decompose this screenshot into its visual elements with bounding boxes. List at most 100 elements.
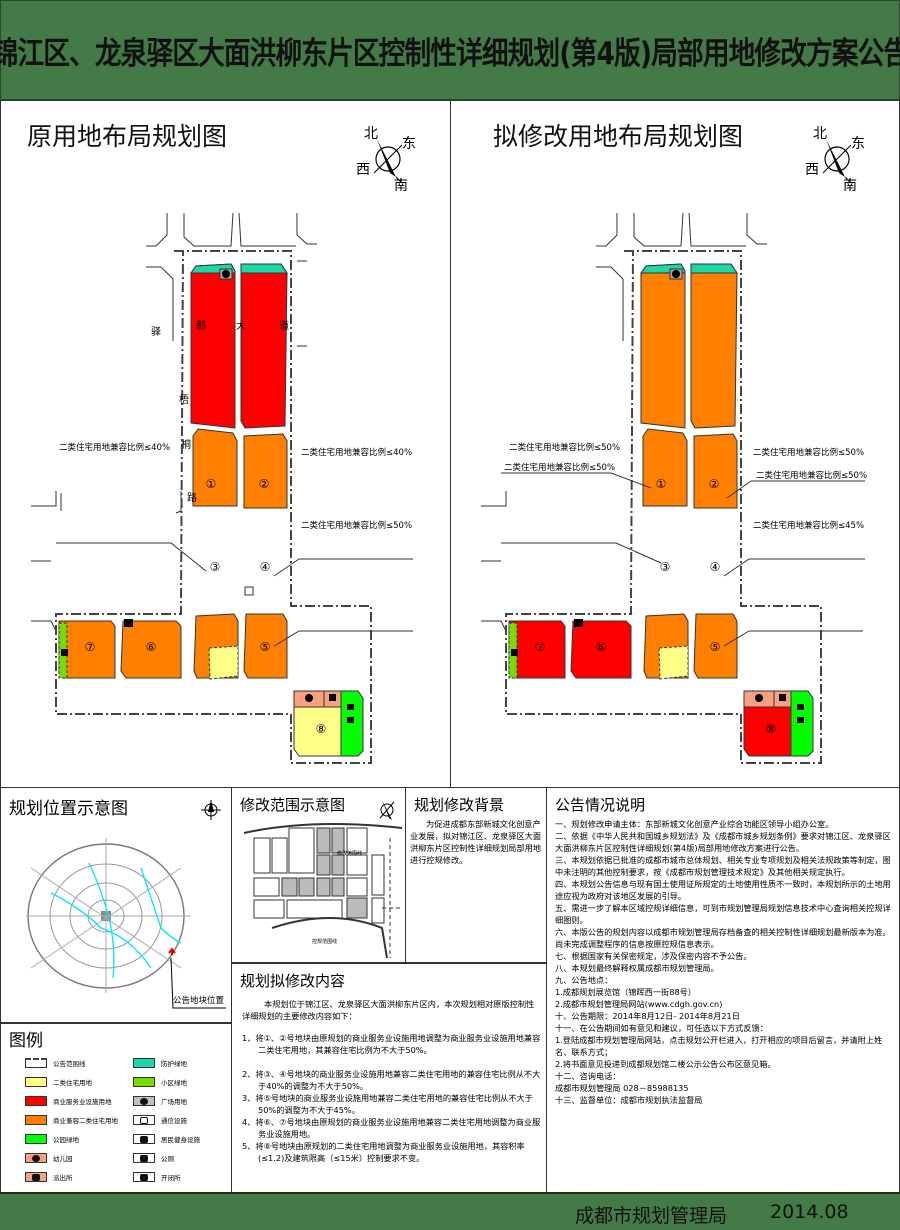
callout-parcel-5: 二类住宅用地兼容比例≤50% <box>301 521 413 531</box>
telecom-icon <box>133 1115 155 1125</box>
compass-west: 西 <box>356 162 370 178</box>
original-land-use-map: 原用地布局规划图 北 东 西 南 <box>0 100 451 788</box>
svg-text:④: ④ <box>710 560 721 574</box>
fitness-icon <box>61 649 68 656</box>
legend-item: 广场用地 <box>133 1096 187 1106</box>
legend-item: 派出所 <box>25 1172 73 1182</box>
modification-item: 1、将①、②号地块由原规划的商业服务业设施用地调整为商业服务业设施用地兼容二类住… <box>242 1033 541 1055</box>
notice-line: 六、本版公告的规划内容以成都市规划管理局存档备查的相关控制性详细规划最新版本为准… <box>555 927 891 949</box>
modification-panel: 规划拟修改内容 本规划位于锦江区、龙泉驿区大面洪柳东片区内，本次规划相对原版控制… <box>231 963 547 1193</box>
compass-south: 南 <box>843 178 857 194</box>
svg-text:②: ② <box>709 477 720 491</box>
scope-map-drawing <box>243 823 403 959</box>
kindergarten-icon <box>25 1153 47 1163</box>
road-label: 道 <box>279 321 289 332</box>
legend-label: 二类住宅用地 <box>53 1079 92 1087</box>
compass-north: 北 <box>364 126 378 142</box>
revised-map-title: 拟修改用地布局规划图 <box>493 122 744 151</box>
notice-line: 一、规划修改申请主体：东部新城文化创意产业综合功能区领导小组办公室。 <box>555 819 834 829</box>
footer-date: 2014.08 <box>770 1201 849 1223</box>
notice-line: 五、需进一步了解本区域控规详细信息，可到市规划管理局规划信息技术中心查询相关控规… <box>555 903 891 925</box>
legend-panel: 图例 公告范围线 二类住宅用地 商业服务业设施用地 商业兼容二类住宅用地 公园绿… <box>0 1023 232 1193</box>
road-label: 都 <box>196 321 206 332</box>
fitness-icon <box>133 1134 155 1144</box>
compass-icon <box>196 794 226 824</box>
callout-parcel-3: 二类住宅用地兼容比例≤50% <box>509 443 621 453</box>
legend-label: 广场用地 <box>161 1098 187 1106</box>
callout-parcel-4: 二类住宅用地兼容比例≤40% <box>301 448 413 458</box>
notice-line: 三、本规划依据已批准的成都市城市总体规划、相关专业专项规划及相关法规政策等制定，… <box>555 855 891 877</box>
compass-east: 东 <box>402 136 416 152</box>
road-label: 桐 <box>181 440 191 451</box>
notice-line: 四、本规划公告信息与现有国土使用证所规定的土地使用性质不一致时，本规划所示的土地… <box>555 879 891 901</box>
community-green-swatch <box>133 1077 155 1087</box>
website-link[interactable]: 2.成都市规划管理局网站(www.cdgh.gov.cn) <box>555 999 723 1009</box>
background-panel: 规划修改背景 为促进成都东部新城文化创意产业发展，拟对锦江区、龙泉驿区大面洪柳东… <box>405 787 547 963</box>
compass-icon: 北 东 西 南 <box>805 123 869 194</box>
notice-line: 2.将书面意见投递到成都规划馆二楼公示公告公布区意见箱。 <box>555 1059 776 1069</box>
notice-line: 十一、在公告期间如有意见和建议，可任选以下方式反馈： <box>555 1023 768 1033</box>
road-label: 路 <box>187 493 197 504</box>
switch-station-icon <box>133 1172 155 1182</box>
notice-line: 十三、监督单位：成都市规划执法监督局 <box>555 1095 703 1105</box>
legend-item: 居民健身设施 <box>133 1134 200 1144</box>
legend-item: 通信设施 <box>133 1115 187 1125</box>
city-map-drawing <box>26 838 226 1009</box>
svg-text:⑦: ⑦ <box>535 640 546 654</box>
legend-label: 居民健身设施 <box>161 1136 200 1144</box>
background-title: 规划修改背景 <box>414 796 505 814</box>
legend-label: 小区绿地 <box>161 1079 187 1087</box>
svg-text:①: ① <box>656 477 667 491</box>
modification-item: 4、将⑥、⑦号地块由原规划的商业服务业设施用地兼容二类住宅用地调整为商业服务业设… <box>242 1117 541 1139</box>
compass-south: 南 <box>394 178 408 194</box>
modification-item: 3、将⑤号地块的商业服务业设施用地兼容二类住宅用地的兼容住宅比例从不大于50%的… <box>242 1093 533 1115</box>
legend-item: 小区绿地 <box>133 1077 187 1087</box>
callout-parcel-4: 二类住宅用地兼容比例≤50% <box>753 448 865 458</box>
notice-line: 十、公告期限：2014年8月12日- 2014年8月21日 <box>555 1011 740 1021</box>
location-map-panel: 规划位置示意图 公告地块位置 <box>0 787 232 1023</box>
svg-text:⑧: ⑧ <box>316 722 327 736</box>
kindergarten-icon <box>305 694 313 702</box>
legend-label: 公厕 <box>161 1155 174 1163</box>
legend-item: 二类住宅用地 <box>25 1077 92 1087</box>
notice-line: 九、公告地点： <box>555 975 613 985</box>
page-footer: 成都市规划管理局 2014.08 <box>0 1192 900 1230</box>
background-text: 为促进成都东部新城文化创意产业发展，拟对锦江区、龙泉驿区大面洪柳东片区控制性详细… <box>410 819 542 865</box>
compass-north: 北 <box>813 126 827 142</box>
svg-text:④: ④ <box>260 560 271 574</box>
boundary-line-icon <box>25 1058 47 1068</box>
notice-line: 七、根据国家有关保密规定，涉及保密内容不予公告。 <box>555 951 752 961</box>
notice-line: 1.成都规划展览馆（锦晖西一街88号） <box>555 987 697 997</box>
svg-text:③: ③ <box>210 560 221 574</box>
callout-parcel-3: 二类住宅用地兼容比例≤40% <box>59 443 171 453</box>
notice-line: 1.登陆成都市规划管理局网站，点击规划公开栏进入，打开相应的项目后留言，并请附上… <box>555 1035 883 1057</box>
svg-text:⑥: ⑥ <box>146 640 157 654</box>
scope-map-panel: 修改范围示意图 修改范围线 控规范围线 <box>231 787 406 963</box>
notice-line: 十二、咨询电话： <box>555 1071 621 1081</box>
legend-label: 公园绿地 <box>53 1136 79 1144</box>
revised-land-use-map: 拟修改用地布局规划图 北 东 西 南 <box>450 100 900 788</box>
legend-label: 公告范围线 <box>53 1060 86 1068</box>
legend-item: 开闭所 <box>133 1172 181 1182</box>
callout-parcel-1: 二类住宅用地兼容比例≤50% <box>504 463 616 473</box>
legend-item: 防护绿地 <box>133 1058 187 1068</box>
legend-label: 开闭所 <box>161 1174 181 1182</box>
road-label: 梧 <box>179 395 189 406</box>
plaza-icon <box>133 1096 155 1106</box>
legend-label: 派出所 <box>53 1174 73 1182</box>
police-icon <box>329 694 336 701</box>
commercial-residential-swatch <box>25 1115 47 1125</box>
legend-title: 图例 <box>9 1031 43 1051</box>
modification-item: 2、将③、④号地块的商业服务业设施用地兼容二类住宅用地的兼容住宅比例从不大于40… <box>242 1069 541 1091</box>
project-location-label: 公告地块位置 <box>173 996 225 1006</box>
footer-organization: 成都市规划管理局 <box>575 1205 728 1227</box>
road-label: 大 <box>236 321 246 332</box>
callout-parcel-2: 二类住宅用地兼容比例≤50% <box>756 471 868 481</box>
residential-swatch <box>25 1077 47 1087</box>
legend-label: 幼儿园 <box>53 1155 73 1163</box>
modification-title: 规划拟修改内容 <box>240 972 346 990</box>
legend-item: 幼儿园 <box>25 1153 73 1163</box>
compass-east: 东 <box>851 136 865 152</box>
road-label: 驿 <box>151 327 161 338</box>
